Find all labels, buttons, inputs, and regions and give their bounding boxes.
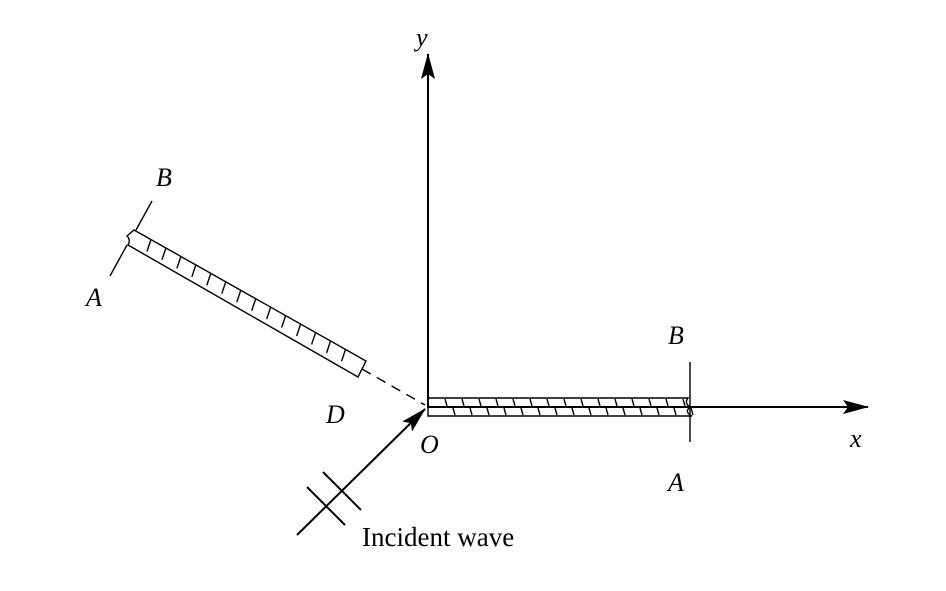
hatch-mark	[520, 407, 524, 416]
hatch-mark	[486, 407, 490, 416]
hatch-mark	[546, 398, 550, 407]
x-axis-label: x	[849, 424, 862, 453]
hatch-mark	[554, 407, 558, 416]
hatch-mark	[452, 407, 456, 416]
hatch-mark	[614, 398, 618, 407]
hatch-mark	[206, 273, 212, 286]
hatch-mark	[266, 306, 272, 320]
hatch-mark	[563, 398, 567, 407]
hatch-mark	[605, 407, 609, 416]
hatch-mark	[512, 398, 516, 407]
hatch-mark	[251, 298, 257, 311]
hatch-mark	[340, 349, 347, 362]
incident-wave-label: Incident wave	[362, 522, 514, 552]
hatch-mark	[588, 407, 592, 416]
section-line-left-b	[135, 200, 153, 231]
hatch-mark	[673, 407, 677, 416]
hatch-mark	[469, 407, 473, 416]
hatch-mark	[310, 332, 317, 345]
hatch-mark	[690, 407, 694, 416]
horizontal-breakwater	[427, 397, 694, 417]
origin-label: O	[420, 430, 439, 459]
wave-crest-2	[322, 471, 362, 511]
hatch-mark	[503, 407, 507, 416]
hatch-mark	[622, 407, 626, 416]
right-b-label: B	[668, 321, 684, 350]
hatch-mark	[648, 398, 652, 407]
y-axis-label: y	[413, 23, 428, 52]
section-line-left-a	[109, 244, 128, 277]
hatch-mark	[639, 407, 643, 416]
right-a-label: A	[666, 468, 684, 497]
hatch-mark	[281, 315, 287, 328]
oblique-breakwater	[125, 229, 367, 378]
left-a-label: A	[84, 283, 102, 312]
hatch-mark	[478, 398, 482, 407]
hatch-mark	[146, 239, 152, 252]
hatch-mark	[665, 398, 669, 407]
hatch-mark	[682, 398, 686, 407]
hatch-mark	[495, 398, 499, 407]
hatch-mark	[529, 398, 533, 407]
wave-crest-1	[306, 486, 346, 526]
hatch-mark	[325, 340, 332, 354]
hatch-mark	[176, 256, 182, 269]
point-d-label: D	[325, 400, 345, 429]
hatch-mark	[461, 398, 465, 407]
hatch-mark	[580, 398, 584, 407]
gap-dashed-line	[361, 368, 426, 406]
hatch-mark	[631, 398, 635, 407]
hatch-mark	[571, 407, 575, 416]
left-b-label: B	[156, 163, 172, 192]
hatch-mark	[656, 407, 660, 416]
hatch-mark	[236, 289, 242, 303]
hatch-mark	[191, 264, 197, 278]
hatch-mark	[597, 398, 601, 407]
hatch-mark	[295, 323, 302, 337]
hatch-mark	[537, 407, 541, 416]
incident-wave-arrow	[296, 408, 426, 536]
hatch-mark	[161, 247, 167, 261]
hatch-mark	[444, 398, 448, 407]
hatch-mark	[221, 281, 227, 294]
